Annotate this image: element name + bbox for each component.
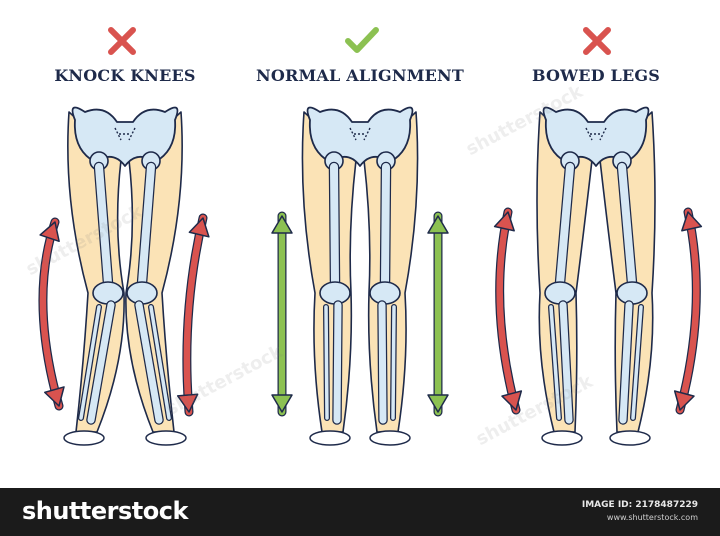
cross-icon	[102, 24, 142, 58]
femur-bone	[95, 163, 112, 287]
fibula-bone	[149, 305, 171, 420]
femur-bone	[381, 163, 390, 287]
check-stroke	[345, 27, 379, 53]
tibia-bone	[378, 301, 387, 424]
knee-joint	[92, 281, 124, 305]
image-meta: IMAGE ID: 2178487229 www.shutterstock.co…	[582, 500, 698, 522]
arrow-head	[176, 393, 199, 413]
brand-logo: shutterstock	[22, 497, 188, 525]
arrow-head	[271, 215, 293, 234]
arrow-head	[188, 217, 210, 238]
sacrum-marks	[349, 127, 371, 141]
tibia-bone	[619, 301, 633, 424]
panel-title-normal-alignment: NORMAL ALIGNMENT	[256, 66, 464, 85]
panel-title-bowed-legs: BOWED LEGS	[531, 66, 661, 85]
femur-bone	[556, 163, 574, 287]
knee-joint	[544, 281, 576, 305]
femur-bone	[138, 163, 155, 287]
cross-stroke	[108, 27, 136, 55]
illustration: KNOCK KNEES NORMAL ALIGNMENT BOWED LEGS …	[23, 24, 703, 450]
arrow-head	[681, 211, 703, 232]
tibia-bone	[333, 301, 342, 424]
foot	[369, 430, 411, 446]
panel-bowed	[493, 106, 703, 446]
panel-title-knock-knees: KNOCK KNEES	[54, 66, 196, 85]
foot	[309, 430, 351, 446]
arrow-head	[271, 394, 293, 413]
knee-joint	[126, 281, 158, 305]
footer-bar: shutterstock IMAGE ID: 2178487229 www.sh…	[0, 488, 720, 536]
pelvis-bone	[71, 106, 179, 167]
cross-stroke	[583, 27, 611, 55]
panel-normal	[271, 106, 449, 446]
fibula-bone	[324, 305, 329, 420]
arrow-head	[43, 386, 65, 407]
sacrum-marks	[114, 127, 136, 141]
sacrum-marks	[585, 127, 607, 141]
cross-icon	[577, 24, 617, 58]
arrow-head	[673, 390, 695, 411]
tibia-bone	[87, 301, 115, 424]
pelvis-bone	[542, 106, 650, 167]
tibia-bone	[135, 301, 163, 424]
foot	[541, 430, 583, 446]
arrow-head	[501, 390, 523, 411]
foot	[609, 430, 651, 446]
pelvis-bone	[306, 106, 414, 167]
legs-diagram	[38, 106, 703, 446]
tibia-bone	[559, 301, 573, 424]
fibula-bone	[631, 305, 643, 420]
knee-joint	[616, 281, 648, 305]
femur-bone	[330, 163, 339, 287]
arrow-shaft	[496, 208, 520, 414]
arrow-head	[493, 211, 515, 232]
arrow-head	[427, 215, 449, 234]
panel-knock	[38, 106, 210, 446]
fibula-bone	[79, 305, 101, 420]
knee-joint	[369, 281, 401, 305]
arrow-shaft	[39, 218, 63, 410]
foot	[145, 430, 187, 446]
image-id: IMAGE ID: 2178487229	[581, 500, 698, 510]
site-url: www.shutterstock.com	[606, 513, 698, 522]
femur-bone	[618, 163, 636, 287]
fibula-bone	[391, 305, 396, 420]
fibula-bone	[549, 305, 561, 420]
arrow-head	[427, 394, 449, 413]
check-icon	[342, 24, 382, 58]
knee-joint	[319, 281, 351, 305]
arrow-head	[39, 221, 60, 243]
foot	[63, 430, 105, 446]
arrow-shaft	[183, 214, 207, 416]
arrow-shaft	[676, 208, 700, 414]
